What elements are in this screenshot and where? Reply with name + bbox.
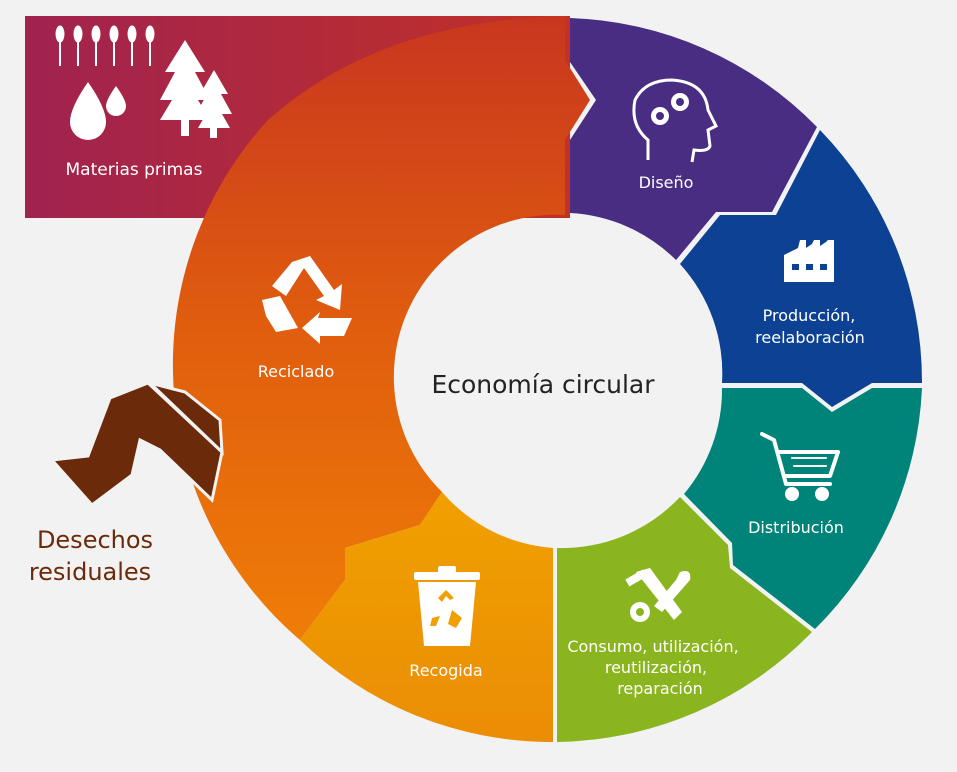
waste-label-line2: residuales — [29, 558, 151, 586]
recycle-icon — [262, 256, 352, 344]
stage-distribucion-label: Distribución — [748, 518, 844, 537]
waste-label-line1: Desechos — [37, 526, 153, 554]
stage-consumo — [557, 497, 812, 742]
waste-arrow — [48, 380, 224, 508]
center-label: Economía circular — [431, 370, 655, 399]
center-circle — [400, 223, 720, 543]
stage-consumo-label-line2: reutilización, — [605, 658, 707, 677]
stage-recogida-label: Recogida — [409, 661, 482, 680]
raw-materials-label: Materias primas — [66, 160, 203, 180]
water-drops-icon — [70, 82, 126, 140]
stage-produccion-label-line2: reelaboración — [755, 328, 865, 347]
stage-distribucion — [684, 388, 922, 629]
head-gears-icon — [632, 78, 719, 163]
stage-reciclado — [172, 16, 590, 640]
stage-consumo-label-line1: Consumo, utilización, — [567, 637, 738, 656]
stage-reciclado-label: Reciclado — [258, 362, 334, 381]
recycle-bin-icon — [414, 566, 480, 646]
stage-diseno-label: Diseño — [639, 173, 694, 192]
stage-consumo-label-line3: reparación — [617, 679, 703, 698]
wheat-icon — [55, 25, 155, 66]
tools-icon — [625, 568, 691, 622]
stage-diseno — [570, 18, 817, 260]
stage-produccion-label-line1: Producción, — [763, 306, 856, 325]
shopping-cart-icon — [760, 432, 840, 501]
factory-icon — [784, 240, 834, 282]
trees-icon — [160, 40, 232, 138]
